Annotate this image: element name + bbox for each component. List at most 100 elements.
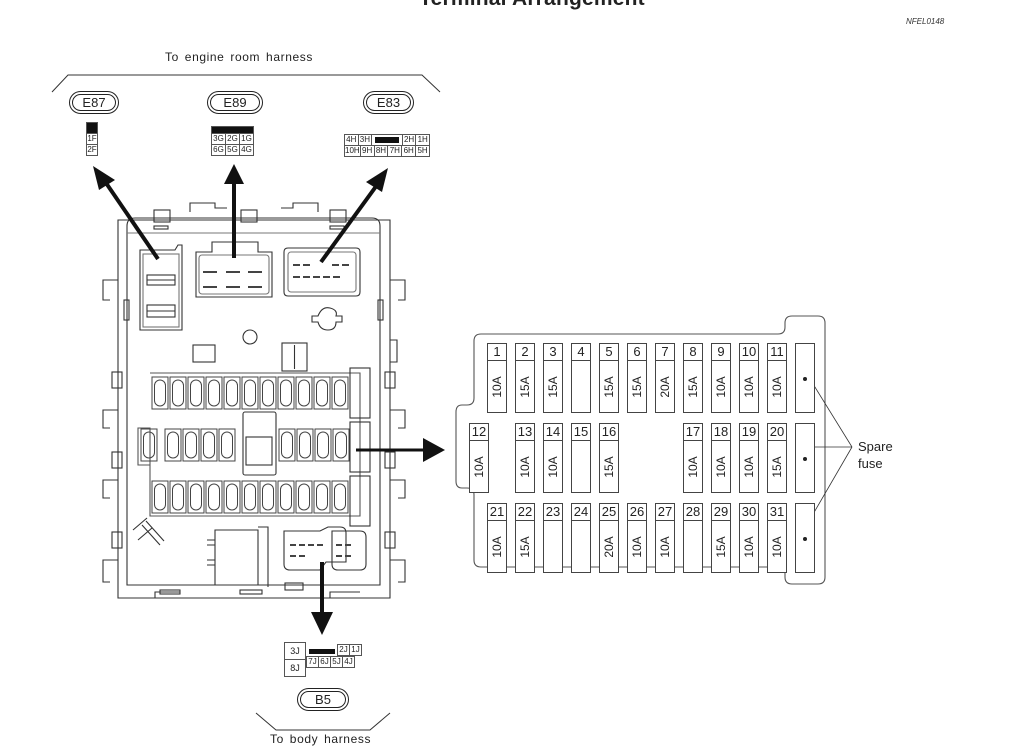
housing-fuse [331, 376, 349, 410]
fuse-slot: 10 10A [739, 343, 759, 413]
arrow-head-e89 [224, 164, 244, 184]
housing-fuse [331, 480, 349, 514]
fuse-number: 20 [768, 424, 786, 441]
fuse-rating-text: 10A [546, 456, 560, 478]
housing-fuse [187, 376, 205, 410]
fuse-number: 30 [740, 504, 758, 521]
fuse-rating-text: 15A [518, 536, 532, 558]
connector-e87-badge: E87 [69, 91, 119, 114]
bottom-bracket [255, 712, 391, 731]
housing-fuse [277, 480, 295, 514]
fuse-number: 6 [628, 344, 646, 361]
fuse-slot: 22 15A [515, 503, 535, 573]
housing-fuse-body [190, 379, 202, 407]
fuse-number: 23 [544, 504, 562, 521]
fuse-number: 3 [544, 344, 562, 361]
spare-fuse-slot [795, 503, 815, 573]
housing-fuse [169, 480, 187, 514]
terminal-blank [371, 134, 403, 146]
connector-e87-label: E87 [72, 94, 116, 111]
fuse-number: 22 [516, 504, 534, 521]
fuse-number: 28 [684, 504, 702, 521]
housing-fuse-body [172, 379, 184, 407]
fuse-number: 29 [712, 504, 730, 521]
arrow-to-e83 [319, 183, 379, 264]
arrow-head-b5 [311, 612, 333, 635]
housing-fuse [332, 428, 350, 462]
fuse-rating: 10A [488, 361, 506, 413]
fuse-rating-text: 20A [658, 376, 672, 398]
fuse-number: 15 [572, 424, 590, 441]
body-harness-caption: To body harness [270, 732, 372, 746]
fuse-rating-text: 15A [602, 376, 616, 398]
fuse-rating: 10A [488, 521, 506, 573]
connector-b5-label: B5 [300, 691, 346, 708]
fuse-number: 14 [544, 424, 562, 441]
housing-fuse-body [262, 379, 274, 407]
housing-fuse [259, 376, 277, 410]
fuse-rating: 10A [628, 521, 646, 573]
fuse-rating: 20A [656, 361, 674, 413]
fuse-rating-text: 10A [472, 456, 486, 478]
housing-fuse [241, 376, 259, 410]
fuse-slot: 28 [683, 503, 703, 573]
fuse-number: 10 [740, 344, 758, 361]
terminal: 4J [342, 656, 355, 668]
housing-fuse [296, 428, 314, 462]
fuse-number: 25 [600, 504, 618, 521]
housing-fuse-body [334, 379, 346, 407]
fuse-slot: 14 10A [543, 423, 563, 493]
fuse-number: 12 [470, 424, 488, 441]
housing-fuse-body [226, 483, 238, 511]
fuse-rating [572, 441, 590, 493]
pointer-arrows [93, 164, 445, 635]
fuse-rating: 10A [768, 521, 786, 573]
terminal: 2J [337, 644, 350, 656]
spare-fuse-marker [803, 457, 807, 461]
fuse-rating-text: 15A [770, 456, 784, 478]
fuse-rating: 10A [740, 441, 758, 493]
fuse-rating [572, 361, 590, 413]
housing-fuse [314, 428, 332, 462]
fuse-number: 4 [572, 344, 590, 361]
fuse-rating: 10A [684, 441, 702, 493]
fuse-number: 11 [768, 344, 786, 361]
housing-fuse-body [299, 431, 311, 459]
fuse-rating: 15A [516, 361, 534, 413]
housing-fuse-body [298, 483, 310, 511]
terminal-blank [309, 649, 335, 654]
fuse-number: 9 [712, 344, 730, 361]
terminal: 1J [349, 644, 362, 656]
fuse-rating: 10A [740, 361, 758, 413]
spare-fuse-marker [803, 377, 807, 381]
fuse-rating: 10A [712, 361, 730, 413]
diagram-title: Terminal Arrangement [0, 0, 1024, 11]
fuse-slot: 15 [571, 423, 591, 493]
housing-fuse-body [316, 483, 328, 511]
connector-pin-marks [203, 264, 351, 557]
housing-fuse [313, 376, 331, 410]
spare-fuse-marker [803, 537, 807, 541]
fuse-rating-text: 15A [518, 376, 532, 398]
fuse-rating-text: 10A [742, 376, 756, 398]
connector-e87-terminals: 1F 2F [86, 122, 98, 156]
fuse-rating-text: 10A [490, 536, 504, 558]
fuse-number: 1 [488, 344, 506, 361]
fuse-rating: 15A [600, 441, 618, 493]
fuse-number: 19 [740, 424, 758, 441]
housing-fuse [205, 480, 223, 514]
